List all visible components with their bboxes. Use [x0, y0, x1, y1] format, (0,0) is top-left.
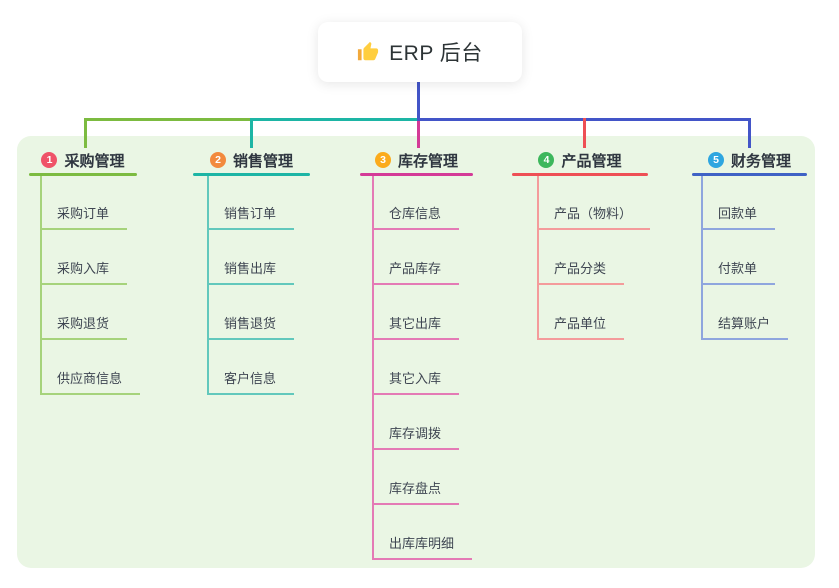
child-node[interactable]: 付款单 — [701, 258, 776, 285]
child-node[interactable]: 回款单 — [701, 203, 776, 230]
connector-drop-finance — [748, 118, 751, 148]
child-node[interactable]: 其它入库 — [372, 368, 460, 395]
child-node[interactable]: 产品分类 — [537, 258, 625, 285]
child-node[interactable]: 产品库存 — [372, 258, 460, 285]
child-node[interactable]: 供应商信息 — [40, 368, 141, 395]
connector-bus-green — [84, 118, 250, 121]
branch-node-product[interactable]: 4 产品管理 — [512, 147, 648, 173]
branch-children: 销售订单 销售出库 销售退货 客户信息 — [207, 203, 295, 423]
mindmap-panel — [17, 136, 815, 568]
child-node[interactable]: 销售出库 — [207, 258, 295, 285]
connector-drop-inventory — [417, 121, 420, 148]
branch-underline — [360, 173, 473, 176]
connector-drop-purchase — [84, 118, 87, 148]
branch-children: 产品（物料） 产品分类 产品单位 — [537, 203, 651, 368]
branch-children: 回款单 付款单 结算账户 — [701, 203, 789, 368]
branch-underline — [512, 173, 648, 176]
branch-node-purchase[interactable]: 1 采购管理 — [29, 147, 137, 173]
branch-node-sales[interactable]: 2 销售管理 — [193, 147, 310, 173]
branch-number-badge: 5 — [707, 152, 724, 168]
connector-bus-teal — [250, 118, 418, 121]
root-node[interactable]: ERP 后台 — [318, 22, 522, 82]
branch-label: 采购管理 — [64, 152, 125, 170]
branch-number-badge: 3 — [374, 152, 391, 168]
branch-child-rail — [372, 176, 374, 560]
child-node[interactable]: 客户信息 — [207, 368, 295, 395]
root-node-label: ERP 后台 — [389, 42, 483, 65]
branch-label: 销售管理 — [232, 152, 293, 170]
child-node[interactable]: 其它出库 — [372, 313, 460, 340]
branch-underline — [692, 173, 807, 176]
child-node[interactable]: 销售订单 — [207, 203, 295, 230]
branch-number-badge: 2 — [209, 152, 226, 168]
branch-node-inventory[interactable]: 3 库存管理 — [360, 147, 473, 173]
child-node[interactable]: 库存盘点 — [372, 478, 460, 505]
child-node[interactable]: 仓库信息 — [372, 203, 460, 230]
child-node[interactable]: 采购订单 — [40, 203, 128, 230]
branch-underline — [193, 173, 310, 176]
branch-number-badge: 1 — [41, 152, 58, 168]
branch-number-badge: 4 — [538, 152, 555, 168]
connector-root-stem — [417, 82, 420, 119]
connector-drop-product — [583, 118, 586, 148]
branch-children: 仓库信息 产品库存 其它出库 其它入库 库存调拨 库存盘点 出库库明细 — [372, 203, 473, 588]
branch-child-rail — [537, 176, 539, 340]
child-node[interactable]: 采购入库 — [40, 258, 128, 285]
child-node[interactable]: 库存调拨 — [372, 423, 460, 450]
branch-label: 产品管理 — [561, 152, 622, 170]
child-node[interactable]: 采购退货 — [40, 313, 128, 340]
branch-child-rail — [701, 176, 703, 340]
child-node[interactable]: 结算账户 — [701, 313, 789, 340]
branch-child-rail — [207, 176, 209, 395]
branch-label: 库存管理 — [397, 152, 458, 170]
branch-underline — [29, 173, 137, 176]
child-node[interactable]: 产品（物料） — [537, 203, 651, 230]
branch-child-rail — [40, 176, 42, 395]
child-node[interactable]: 出库库明细 — [372, 533, 473, 560]
branch-label: 财务管理 — [730, 152, 791, 170]
child-node[interactable]: 产品单位 — [537, 313, 625, 340]
child-node[interactable]: 销售退货 — [207, 313, 295, 340]
connector-drop-sales — [250, 118, 253, 148]
branch-children: 采购订单 采购入库 采购退货 供应商信息 — [40, 203, 141, 423]
thumbs-up-icon — [358, 41, 379, 61]
branch-node-finance[interactable]: 5 财务管理 — [692, 147, 807, 173]
